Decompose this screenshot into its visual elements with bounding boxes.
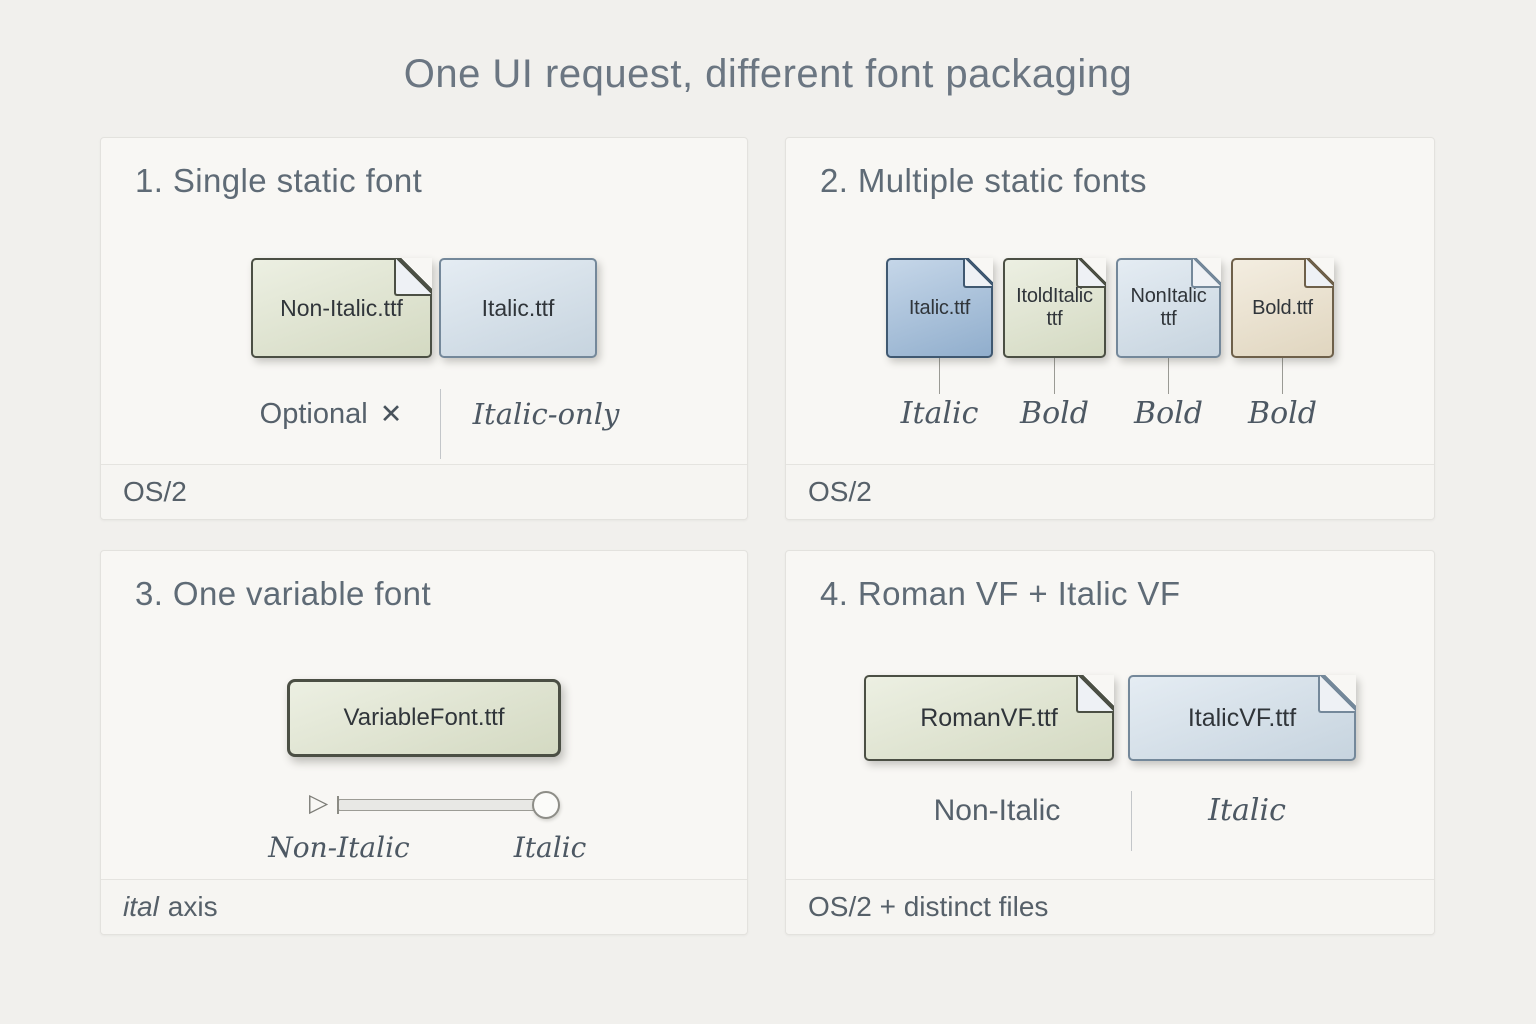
annotation-optional: Optional ✕ — [231, 398, 431, 431]
file-variablefont-ttf: VariableFont.ttf — [287, 679, 561, 757]
connector-line — [1054, 358, 1055, 394]
annotation-italic-only: Italic-only — [472, 397, 620, 431]
panel-footer-label: OS/2 — [123, 476, 187, 507]
panel-1-heading: 1. Single static font — [135, 162, 423, 199]
file-group: Italic.ttf Italic — [886, 258, 993, 431]
slider-knob — [532, 791, 560, 819]
panel-2-footer: OS/2 — [786, 464, 1434, 519]
panel-4-footer: OS/2 + distinct files — [786, 879, 1434, 934]
slider-min-label: Non-Italic — [268, 831, 410, 864]
slider-max-label: Italic — [513, 831, 587, 864]
file-label: NonItalic ttf — [1130, 285, 1207, 330]
file-italicvf-ttf: ItalicVF.ttf — [1128, 675, 1356, 761]
file-label: VariableFont.ttf — [343, 704, 505, 732]
slider-track — [337, 796, 546, 814]
connector-line — [1168, 358, 1169, 394]
annotation-italic: Italic — [1208, 793, 1286, 828]
panel-roman-vf-italic-vf: 4. Roman VF + Italic VF RomanVF.ttf Ital… — [785, 550, 1435, 935]
panel-3-footer: ital axis — [101, 879, 747, 934]
style-tag: Bold — [1248, 396, 1317, 431]
file-italic-ttf: Italic.ttf — [439, 258, 597, 358]
panel-1-footer: OS/2 — [101, 464, 747, 519]
file-itolditalic-ttf: ItoldItalic ttf — [1003, 258, 1106, 358]
file-nonitalic-ttf: NonItalic ttf — [1116, 258, 1221, 358]
ital-axis-slider: ▷ — [101, 789, 747, 829]
style-tag: Bold — [1020, 396, 1089, 431]
file-label: Non-Italic.ttf — [280, 294, 403, 321]
file-label: RomanVF.ttf — [920, 703, 1058, 732]
panel-2-heading: 2. Multiple static fonts — [820, 162, 1147, 199]
vertical-divider — [440, 389, 441, 459]
file-group: ItoldItalic ttf Bold — [1003, 258, 1106, 431]
file-label: Bold.ttf — [1252, 296, 1313, 319]
annotation-optional-label: Optional — [259, 398, 368, 430]
style-tag: Italic — [900, 396, 979, 431]
page-title: One UI request, different font packaging — [403, 52, 1133, 96]
file-bold-ttf: Bold.ttf — [1231, 258, 1334, 358]
file-group: Bold.ttf Bold — [1231, 258, 1334, 431]
footer-axis-label: axis — [167, 891, 218, 922]
panel-footer-label: OS/2 — [808, 476, 872, 507]
panel-multiple-static-fonts: 2. Multiple static fonts Italic.ttf Ital… — [785, 137, 1435, 520]
panel-one-variable-font: 3. One variable font VariableFont.ttf ▷ … — [100, 550, 748, 935]
vertical-divider — [1131, 791, 1132, 851]
file-romanvf-ttf: RomanVF.ttf — [864, 675, 1114, 761]
panel-2-files-row: Italic.ttf Italic ItoldItalic ttf Bold N… — [786, 258, 1434, 431]
panel-3-heading: 3. One variable font — [135, 575, 432, 612]
connector-line — [939, 358, 940, 394]
footer-ital-label: ital — [123, 891, 159, 922]
x-icon: ✕ — [379, 399, 403, 429]
file-label: ItoldItalic ttf — [1016, 285, 1093, 330]
file-italic-ttf: Italic.ttf — [886, 258, 993, 358]
connector-line — [1282, 358, 1283, 394]
file-group: NonItalic ttf Bold — [1116, 258, 1221, 431]
file-label: ItalicVF.ttf — [1187, 703, 1297, 732]
panel-single-static-font: 1. Single static font Non-Italic.ttf Ita… — [100, 137, 748, 520]
panel-4-heading: 4. Roman VF + Italic VF — [820, 575, 1181, 612]
panel-1-files-row: Non-Italic.ttf Italic.ttf — [101, 258, 747, 358]
play-triangle-icon: ▷ — [309, 789, 329, 817]
panel-4-files-row: RomanVF.ttf ItalicVF.ttf — [786, 675, 1434, 761]
panel-footer-label: OS/2 + distinct files — [808, 891, 1049, 922]
file-non-italic-ttf: Non-Italic.ttf — [251, 258, 432, 358]
annotation-non-italic: Non-Italic — [933, 794, 1061, 827]
style-tag: Bold — [1134, 396, 1203, 431]
file-label: Italic.ttf — [908, 296, 971, 319]
file-label: Italic.ttf — [481, 294, 555, 321]
